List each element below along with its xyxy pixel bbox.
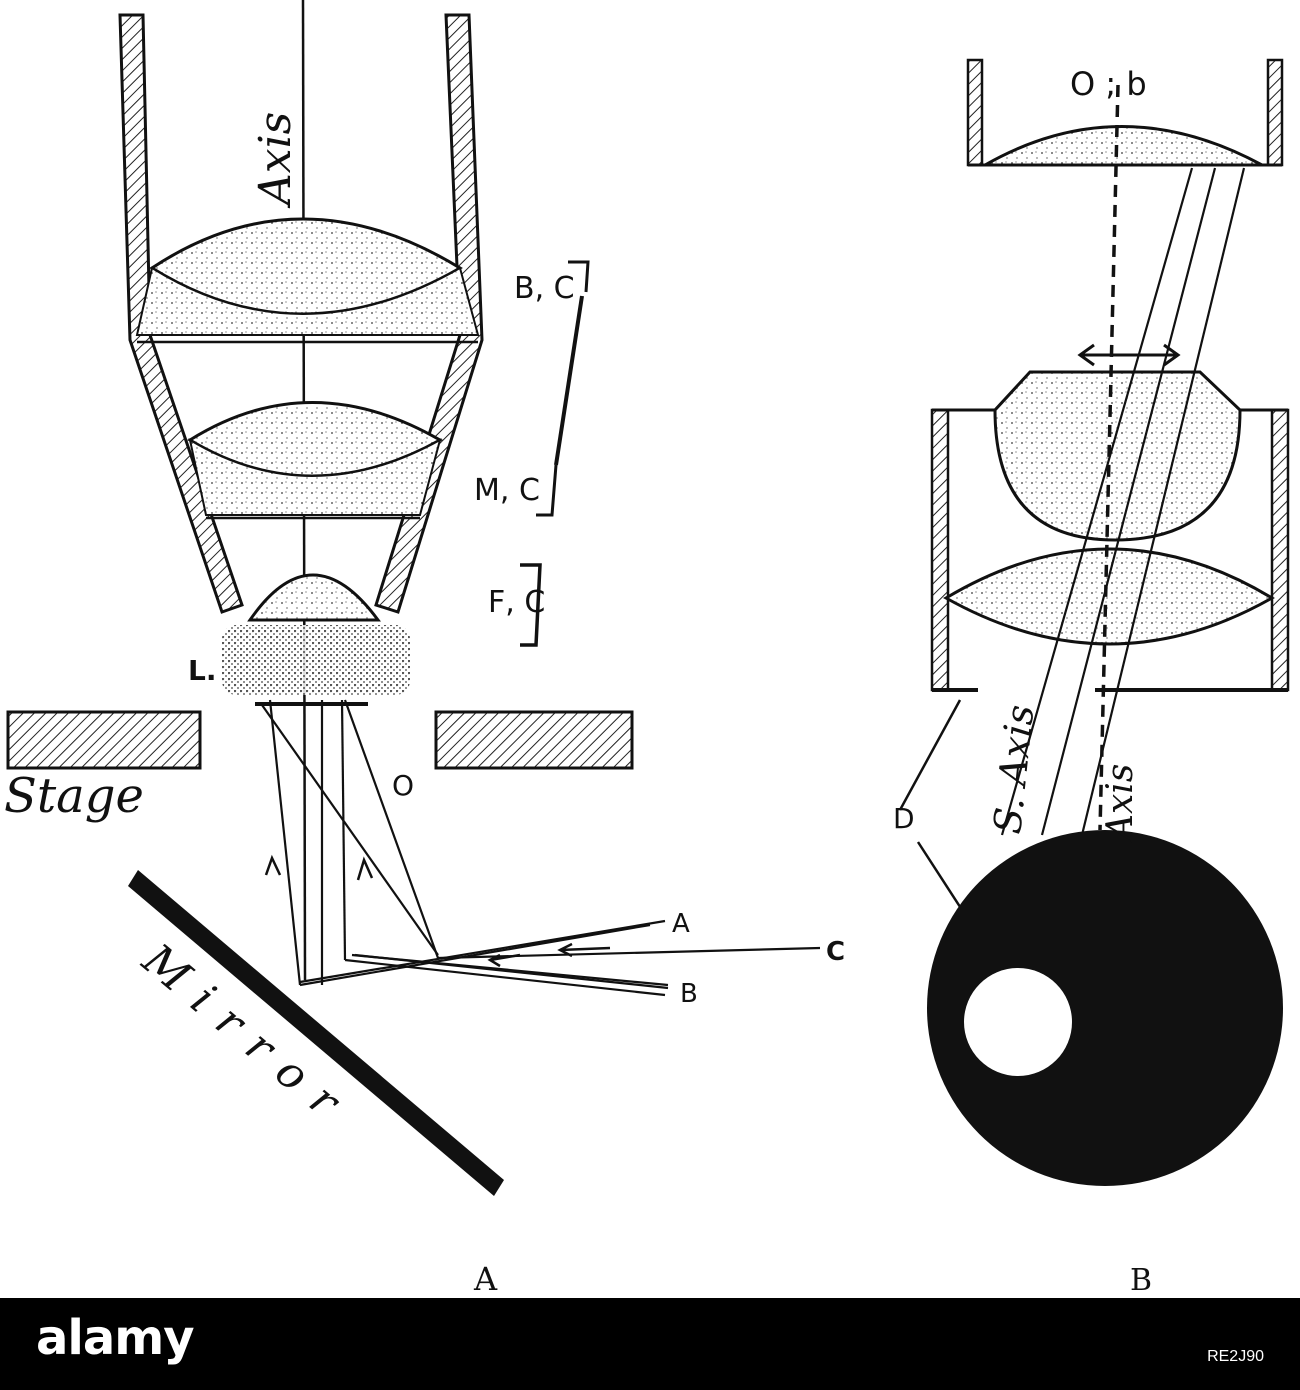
stop-aperture	[964, 968, 1072, 1076]
stage-right-block	[434, 710, 634, 770]
label-ray-a: A	[672, 909, 690, 939]
optics-diagram: Axis B, C M, C F, C L. O Stage Mirror A …	[4, 0, 1290, 1298]
mirror	[128, 870, 504, 1196]
label-stage: Stage	[4, 768, 144, 824]
brand-logo: alamy	[36, 1310, 195, 1366]
stage-left-block	[6, 710, 202, 770]
axis-label-a: Axis	[250, 112, 301, 209]
immersion-layer	[222, 625, 410, 695]
back-lens	[135, 217, 480, 344]
condenser-housing	[930, 370, 1290, 692]
axis-label-b: Axis	[1100, 764, 1141, 843]
label-o-a: O	[392, 769, 414, 802]
bracket-back	[568, 260, 590, 293]
label-front-lens: F, C	[488, 585, 545, 620]
light-rays	[261, 699, 821, 997]
upper-lens-housing	[966, 58, 1284, 167]
optical-axis-dashed	[1098, 84, 1120, 831]
label-ob: O ; b	[1070, 65, 1147, 103]
label-d: D	[893, 802, 915, 835]
label-s-axis: S. Axis	[985, 703, 1042, 836]
label-ray-c: C	[826, 937, 845, 967]
caption-b: B	[1130, 1263, 1152, 1298]
label-back-lens: B, C	[514, 271, 575, 306]
label-middle-lens: M, C	[474, 473, 540, 508]
middle-lens	[187, 401, 444, 520]
label-l: L.	[188, 654, 216, 687]
front-lens	[247, 573, 381, 622]
double-arrow	[1077, 343, 1181, 367]
bracket-front	[520, 563, 542, 647]
stock-id: RE2J90	[1207, 1348, 1264, 1365]
watermark-footer: alamy RE2J90	[0, 1298, 1300, 1390]
stop-disc	[927, 830, 1283, 1186]
bracket-middle	[536, 464, 558, 517]
panel-a: Axis B, C M, C F, C L. O Stage Mirror A …	[4, 0, 845, 1298]
label-ray-b: B	[680, 979, 698, 1009]
panel-b: O ; b S. Axis Axis D B	[893, 58, 1290, 1298]
caption-a: A	[473, 1260, 498, 1298]
ray-arrows	[264, 854, 611, 968]
oblique-rays	[1000, 167, 1246, 836]
